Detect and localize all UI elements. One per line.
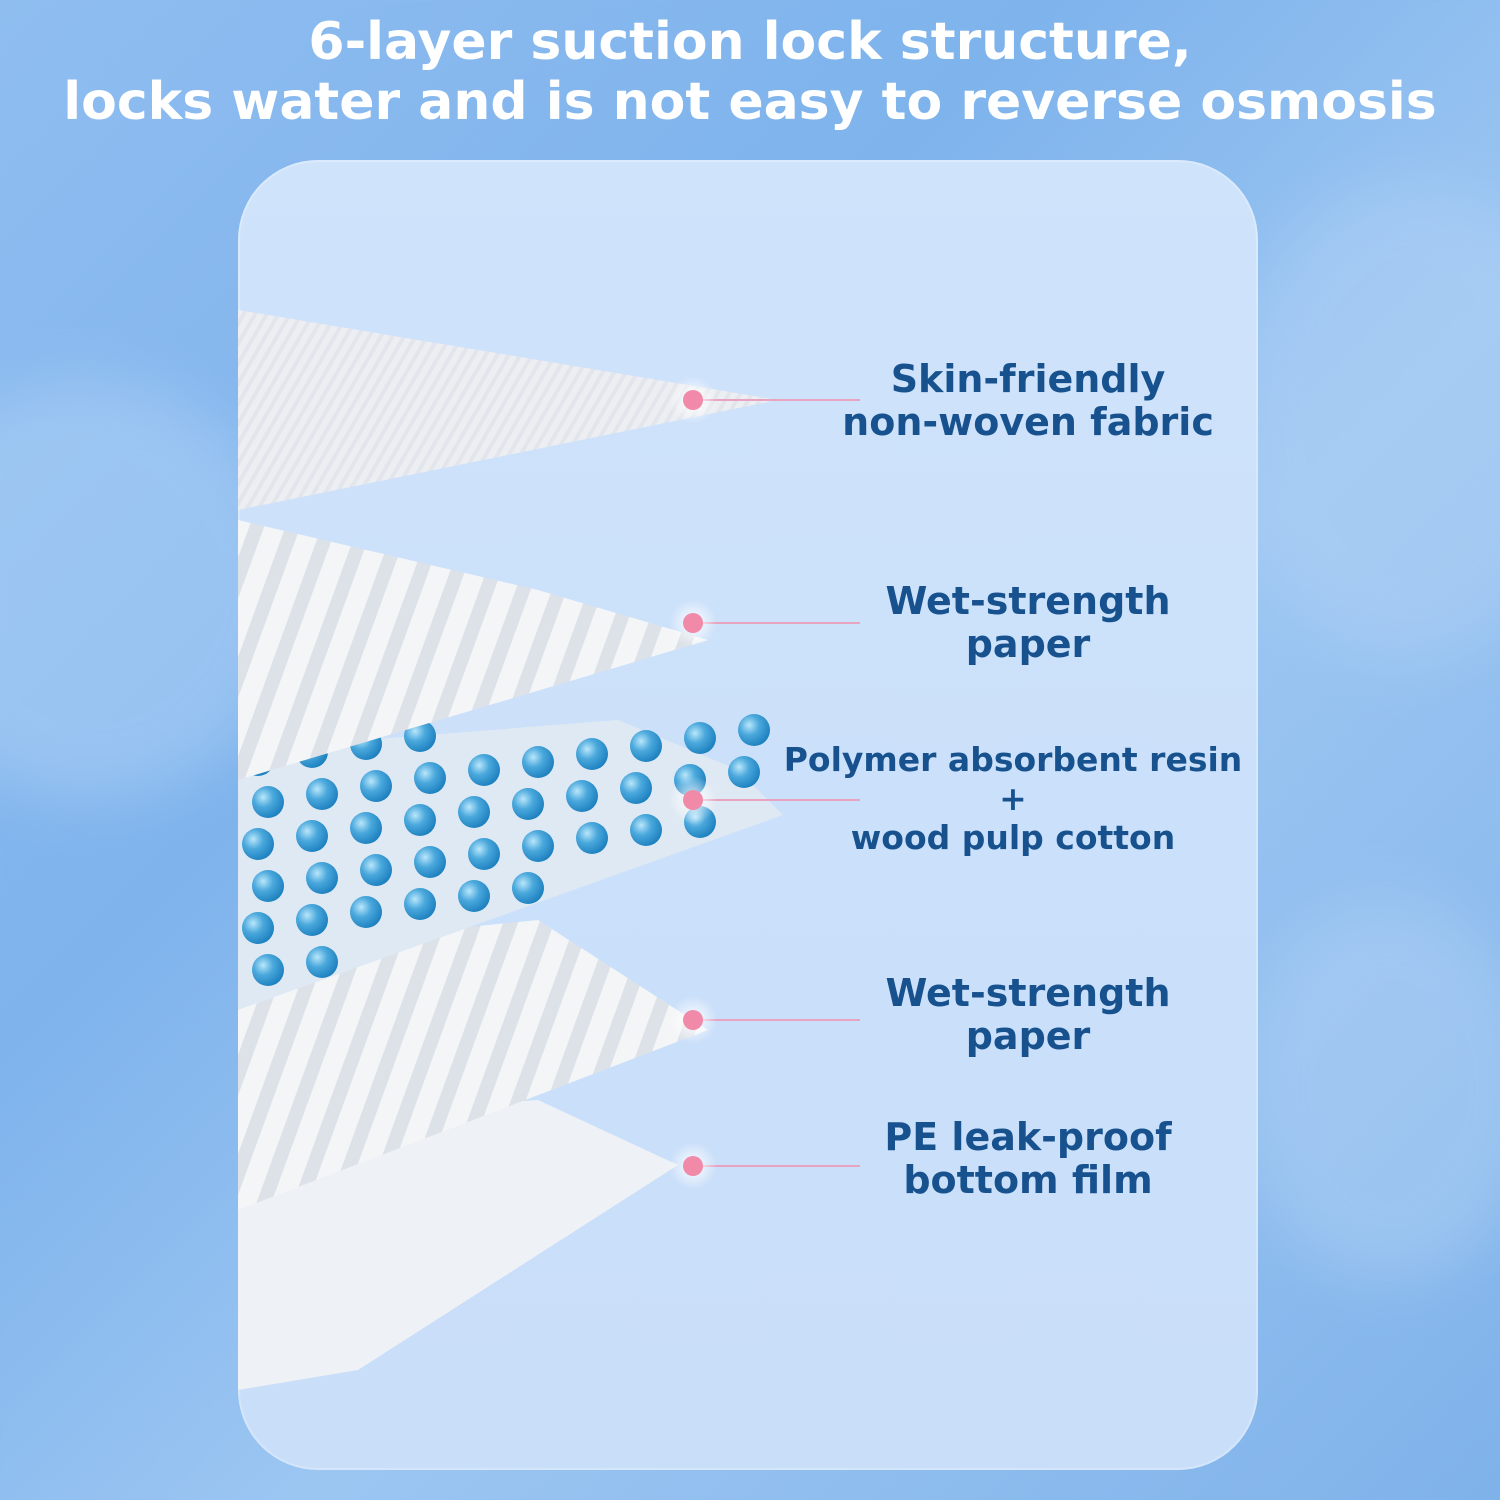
resin-bead xyxy=(738,714,770,746)
label-skin-friendly-nonwoven: Skin-friendly non-woven fabric xyxy=(808,358,1248,444)
resin-bead xyxy=(620,772,652,804)
label-line: Wet-strength xyxy=(885,971,1171,1015)
background-swirl xyxy=(1240,900,1500,1280)
resin-bead xyxy=(576,738,608,770)
label-line: paper xyxy=(965,1014,1091,1058)
resin-bead xyxy=(306,946,338,978)
resin-bead xyxy=(350,812,382,844)
resin-bead xyxy=(458,880,490,912)
layer-wet-paper-lower xyxy=(238,920,708,1210)
resin-bead xyxy=(360,770,392,802)
resin-bead xyxy=(296,904,328,936)
resin-bead xyxy=(306,778,338,810)
resin-bead xyxy=(242,828,274,860)
marker-dot xyxy=(683,790,703,810)
resin-bead xyxy=(728,756,760,788)
layer-pe-film xyxy=(238,1100,678,1390)
resin-bead xyxy=(414,846,446,878)
resin-bead xyxy=(414,762,446,794)
resin-bead xyxy=(522,746,554,778)
resin-bead xyxy=(468,754,500,786)
resin-bead xyxy=(630,730,662,762)
layer-markers xyxy=(669,376,860,1190)
resin-bead xyxy=(404,804,436,836)
background-swirl xyxy=(1230,180,1500,660)
resin-bead xyxy=(360,854,392,886)
resin-bead xyxy=(576,822,608,854)
layer-illustration xyxy=(238,310,860,1390)
resin-bead xyxy=(242,912,274,944)
label-line: wood pulp cotton xyxy=(850,818,1176,857)
resin-bead xyxy=(252,954,284,986)
resin-bead xyxy=(296,820,328,852)
marker-dot xyxy=(683,390,703,410)
resin-bead xyxy=(404,888,436,920)
label-pe-bottom-film: PE leak-proof bottom film xyxy=(808,1116,1248,1202)
resin-bead xyxy=(350,896,382,928)
resin-bead xyxy=(252,786,284,818)
label-line: bottom film xyxy=(903,1158,1153,1202)
resin-bead xyxy=(522,830,554,862)
layer-diagram-card: Skin-friendly non-woven fabric Wet-stren… xyxy=(238,160,1258,1470)
resin-bead xyxy=(684,722,716,754)
label-line: non-woven fabric xyxy=(842,400,1214,444)
label-line: + xyxy=(999,779,1027,818)
headline: 6-layer suction lock structure, locks wa… xyxy=(0,12,1500,132)
headline-line-1: 6-layer suction lock structure, xyxy=(308,12,1192,72)
label-line: paper xyxy=(965,622,1091,666)
marker-dot xyxy=(683,1010,703,1030)
resin-bead xyxy=(458,796,490,828)
marker-dot xyxy=(683,613,703,633)
headline-line-2: locks water and is not easy to reverse o… xyxy=(63,72,1437,132)
label-line: Skin-friendly xyxy=(890,357,1166,401)
label-wet-strength-paper-upper: Wet-strength paper xyxy=(808,580,1248,666)
layer-nonwoven xyxy=(238,310,778,510)
resin-bead xyxy=(630,814,662,846)
resin-bead xyxy=(468,838,500,870)
label-polymer-resin-wood-pulp: Polymer absorbent resin + wood pulp cott… xyxy=(778,740,1248,857)
label-line: Wet-strength xyxy=(885,579,1171,623)
resin-bead xyxy=(566,780,598,812)
label-line: Polymer absorbent resin xyxy=(783,740,1243,779)
resin-bead xyxy=(512,788,544,820)
resin-bead xyxy=(512,872,544,904)
layer-wet-paper-upper xyxy=(238,520,708,780)
resin-bead xyxy=(252,870,284,902)
resin-bead xyxy=(306,862,338,894)
label-line: PE leak-proof xyxy=(884,1115,1172,1159)
label-wet-strength-paper-lower: Wet-strength paper xyxy=(808,972,1248,1058)
marker-dot xyxy=(683,1156,703,1176)
